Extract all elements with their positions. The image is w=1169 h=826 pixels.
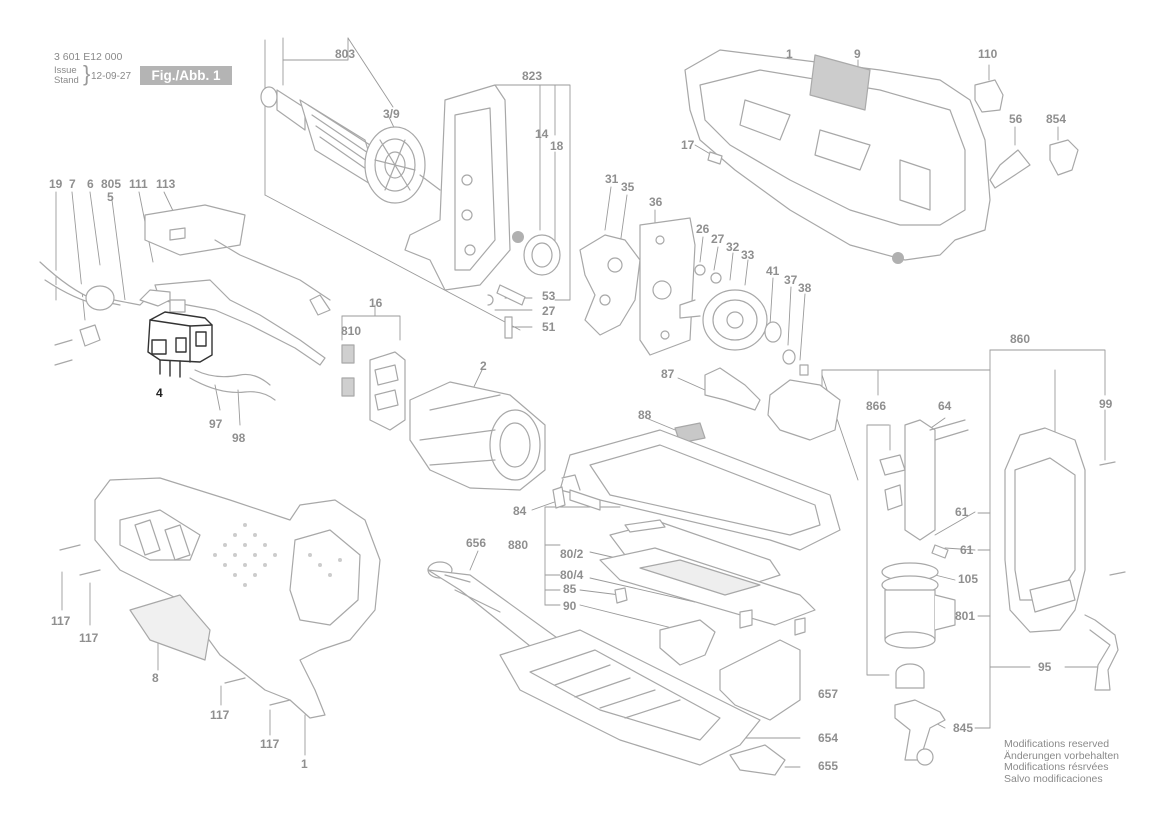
callout-27b: 27 <box>711 232 725 246</box>
modifications-fr: Modifications résrvées <box>1004 761 1109 773</box>
callout-2: 2 <box>480 359 487 373</box>
callout-18: 18 <box>550 139 564 153</box>
callout-117b: 117 <box>79 631 99 645</box>
sole-plate-part <box>499 629 801 776</box>
callout-8: 8 <box>152 671 159 685</box>
callout-41: 41 <box>766 264 780 278</box>
callout-110: 110 <box>978 47 998 61</box>
callout-37: 37 <box>784 273 798 287</box>
housing-shell-part <box>684 49 1079 264</box>
callout-845: 845 <box>953 721 974 735</box>
callout-803: 803 <box>335 47 356 61</box>
callout-31: 31 <box>605 172 619 186</box>
callout-657: 657 <box>818 687 839 701</box>
gearbox-part <box>579 217 841 441</box>
callout-26: 26 <box>696 222 710 236</box>
issue-brace: } <box>83 61 91 86</box>
callout-113: 113 <box>156 177 176 191</box>
callout-117d: 117 <box>260 737 280 751</box>
callout-854: 854 <box>1046 112 1067 126</box>
issue-label: Issue Stand <box>54 66 79 86</box>
callout-33: 33 <box>741 248 755 262</box>
callout-38: 38 <box>798 281 812 295</box>
callout-99: 99 <box>1099 397 1113 411</box>
callout-19: 19 <box>49 177 63 191</box>
callout-87: 87 <box>661 367 675 381</box>
switch-4-part <box>147 311 213 378</box>
callout-98: 98 <box>232 431 246 445</box>
issue-label-en: Issue <box>54 65 77 76</box>
callout-36: 36 <box>649 195 663 209</box>
modifications-de: Änderungen vorbehalten <box>1004 749 1120 762</box>
switch-cable-part <box>39 204 331 366</box>
callout-32: 32 <box>726 240 740 254</box>
callout-9: 9 <box>854 47 861 61</box>
callout-61b: 61 <box>960 543 974 557</box>
callout-97: 97 <box>209 417 223 431</box>
callout-655: 655 <box>818 759 839 773</box>
small-pins-part <box>552 474 666 533</box>
callout-105: 105 <box>958 572 979 586</box>
callout-805: 805 <box>101 177 122 191</box>
callout-4: 4 <box>156 386 163 400</box>
issue-date: 12-09-27 <box>91 71 132 82</box>
callout-14: 14 <box>535 127 549 141</box>
part-number: 3 601 E12 000 <box>54 51 123 63</box>
callout-880: 880 <box>508 538 529 552</box>
callout-860: 860 <box>1010 332 1031 346</box>
handle-housing-part <box>59 477 381 719</box>
callout-61a: 61 <box>955 505 969 519</box>
front-cover-part <box>1004 427 1126 691</box>
callout-88: 88 <box>638 408 652 422</box>
figure-label: Fig./Abb. 1 <box>140 66 232 85</box>
callout-801: 801 <box>955 609 976 623</box>
callout-810: 810 <box>341 324 362 338</box>
callout-27a: 27 <box>542 304 556 318</box>
callout-51: 51 <box>542 320 556 334</box>
callout-6: 6 <box>87 177 94 191</box>
callout-654: 654 <box>818 731 839 745</box>
callout-16: 16 <box>369 296 383 310</box>
callout-866: 866 <box>866 399 887 413</box>
callout-1-bottom: 1 <box>301 757 308 771</box>
callout-1-top: 1 <box>786 47 793 61</box>
callout-80-4: 80/4 <box>560 568 584 582</box>
issue-label-de: Stand <box>54 75 79 86</box>
callout-84: 84 <box>513 504 527 518</box>
callout-53: 53 <box>542 289 556 303</box>
leader-lines <box>55 37 1106 768</box>
wire-97-98-part <box>189 369 276 401</box>
brush-holder-part <box>341 344 406 431</box>
callout-17: 17 <box>681 138 695 152</box>
callout-111: 111 <box>129 177 148 191</box>
callout-7: 7 <box>69 177 76 191</box>
callout-80-2: 80/2 <box>560 547 584 561</box>
modifications-note: Modifications reserved Änderungen vorbeh… <box>1004 738 1120 785</box>
callout-117a: 117 <box>51 614 71 628</box>
modifications-en: Modifications reserved <box>1004 738 1110 750</box>
callout-85: 85 <box>563 582 577 596</box>
callout-3-9: 3/9 <box>383 107 400 121</box>
stator-part <box>409 381 546 491</box>
fan-housing-part <box>404 84 561 339</box>
callout-656: 656 <box>466 536 487 550</box>
callout-56: 56 <box>1009 112 1023 126</box>
callout-95: 95 <box>1038 660 1052 674</box>
callout-823: 823 <box>522 69 543 83</box>
callout-64: 64 <box>938 399 952 413</box>
callout-117c: 117 <box>210 708 230 722</box>
base-plate-part <box>559 422 841 666</box>
callout-35: 35 <box>621 180 635 194</box>
armature-part <box>260 86 441 204</box>
pendulum-guide-part <box>879 419 969 766</box>
modifications-es: Salvo modificaciones <box>1004 772 1103 785</box>
callout-5: 5 <box>107 190 114 204</box>
callout-90: 90 <box>563 599 577 613</box>
